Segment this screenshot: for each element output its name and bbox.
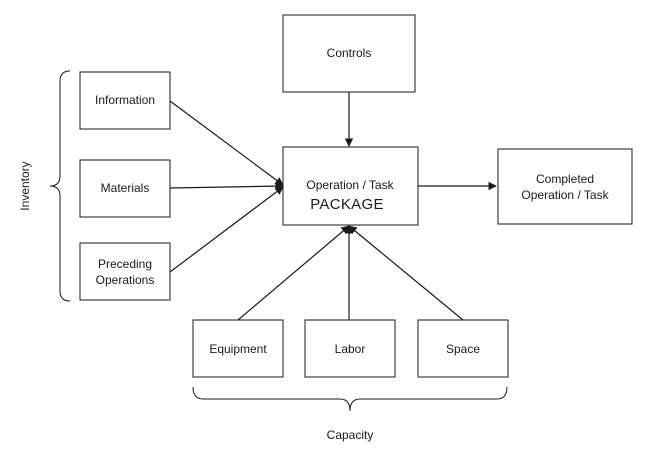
group-inventory: Inventory xyxy=(18,70,71,302)
node-preceding-line1: Preceding xyxy=(98,257,152,271)
edges xyxy=(169,92,497,321)
node-completed-line1: Completed xyxy=(536,172,594,186)
node-space: Space xyxy=(417,319,509,378)
node-equipment: Equipment xyxy=(192,319,284,378)
node-equipment-label: Equipment xyxy=(209,342,267,356)
node-materials: Materials xyxy=(79,159,171,218)
node-controls: Controls xyxy=(282,14,416,93)
edge-materials-to-operation xyxy=(169,181,284,191)
edge-equipment-to-operation xyxy=(237,225,350,321)
node-space-label: Space xyxy=(446,342,480,356)
node-labor: Labor xyxy=(304,319,396,378)
node-operation-line1: Operation / Task xyxy=(306,178,394,192)
inventory-brace xyxy=(49,70,71,302)
node-information: Information xyxy=(79,71,171,130)
node-materials-label: Materials xyxy=(101,181,150,195)
inventory-label: Inventory xyxy=(18,161,32,210)
edge-preceding-to-operation xyxy=(169,186,284,273)
node-preceding-operations: Preceding Operations xyxy=(79,242,171,301)
capacity-brace xyxy=(192,386,508,412)
edge-information-to-operation xyxy=(169,100,284,186)
node-labor-label: Labor xyxy=(335,342,366,356)
node-controls-label: Controls xyxy=(327,46,372,60)
group-capacity: Capacity xyxy=(192,386,508,442)
node-completed: Completed Operation / Task xyxy=(497,148,633,225)
edge-space-to-operation xyxy=(348,225,464,321)
node-operation-package: Operation / Task PACKAGE xyxy=(282,146,419,226)
node-operation-line2: PACKAGE xyxy=(310,196,384,213)
node-preceding-line2: Operations xyxy=(96,273,155,287)
capacity-label: Capacity xyxy=(327,428,374,442)
node-completed-line2: Operation / Task xyxy=(521,188,609,202)
node-information-label: Information xyxy=(95,93,155,107)
